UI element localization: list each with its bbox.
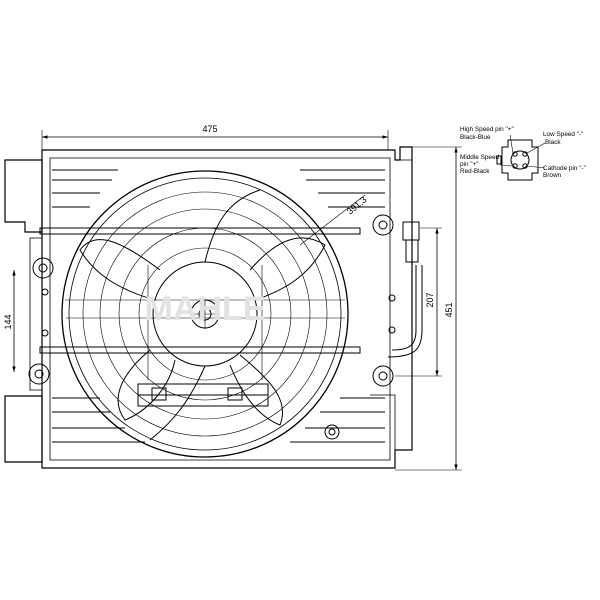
high-speed-wire-label: Black-Blue <box>460 134 491 141</box>
dim-height-left: 144 <box>3 270 16 372</box>
middle-speed-wire-label: Red-Black <box>460 168 490 175</box>
dim-207-label: 207 <box>425 292 435 307</box>
resistor-module <box>137 383 269 407</box>
fan-blades <box>79 189 326 441</box>
connector-pinout: High Speed pin "+" Black-Blue Low Speed … <box>460 126 586 181</box>
fan-cable <box>387 221 423 358</box>
dim-451-label: 451 <box>444 302 454 317</box>
fan-ring <box>61 170 349 458</box>
high-speed-pin-label: High Speed pin "+" <box>460 126 514 133</box>
middle-speed-pin-label-2: pin "+" <box>460 161 479 168</box>
dim-height-total: 451 <box>395 146 462 471</box>
dim-width-top: 475 <box>41 124 389 150</box>
cathode-wire-label: Brown <box>543 172 562 179</box>
dim-144-label: 144 <box>3 314 13 329</box>
watermark: MAHLE <box>145 290 266 328</box>
connector-body <box>496 134 546 181</box>
dim-height-right-inner: 207 <box>395 227 442 377</box>
dim-radius-label: 391,3 <box>345 194 369 216</box>
low-speed-pin-label: Low Speed "-" <box>543 131 583 138</box>
dim-width-label: 475 <box>202 124 217 134</box>
mounting-bosses <box>28 214 396 440</box>
middle-speed-pin-label: Middle Speed <box>460 154 500 161</box>
dim-radius: 391,3 <box>299 194 369 246</box>
low-speed-wire-label: Black <box>545 139 561 146</box>
fan-guard-grid <box>65 265 345 380</box>
cathode-pin-label: Cathode pin "-" <box>543 165 586 172</box>
